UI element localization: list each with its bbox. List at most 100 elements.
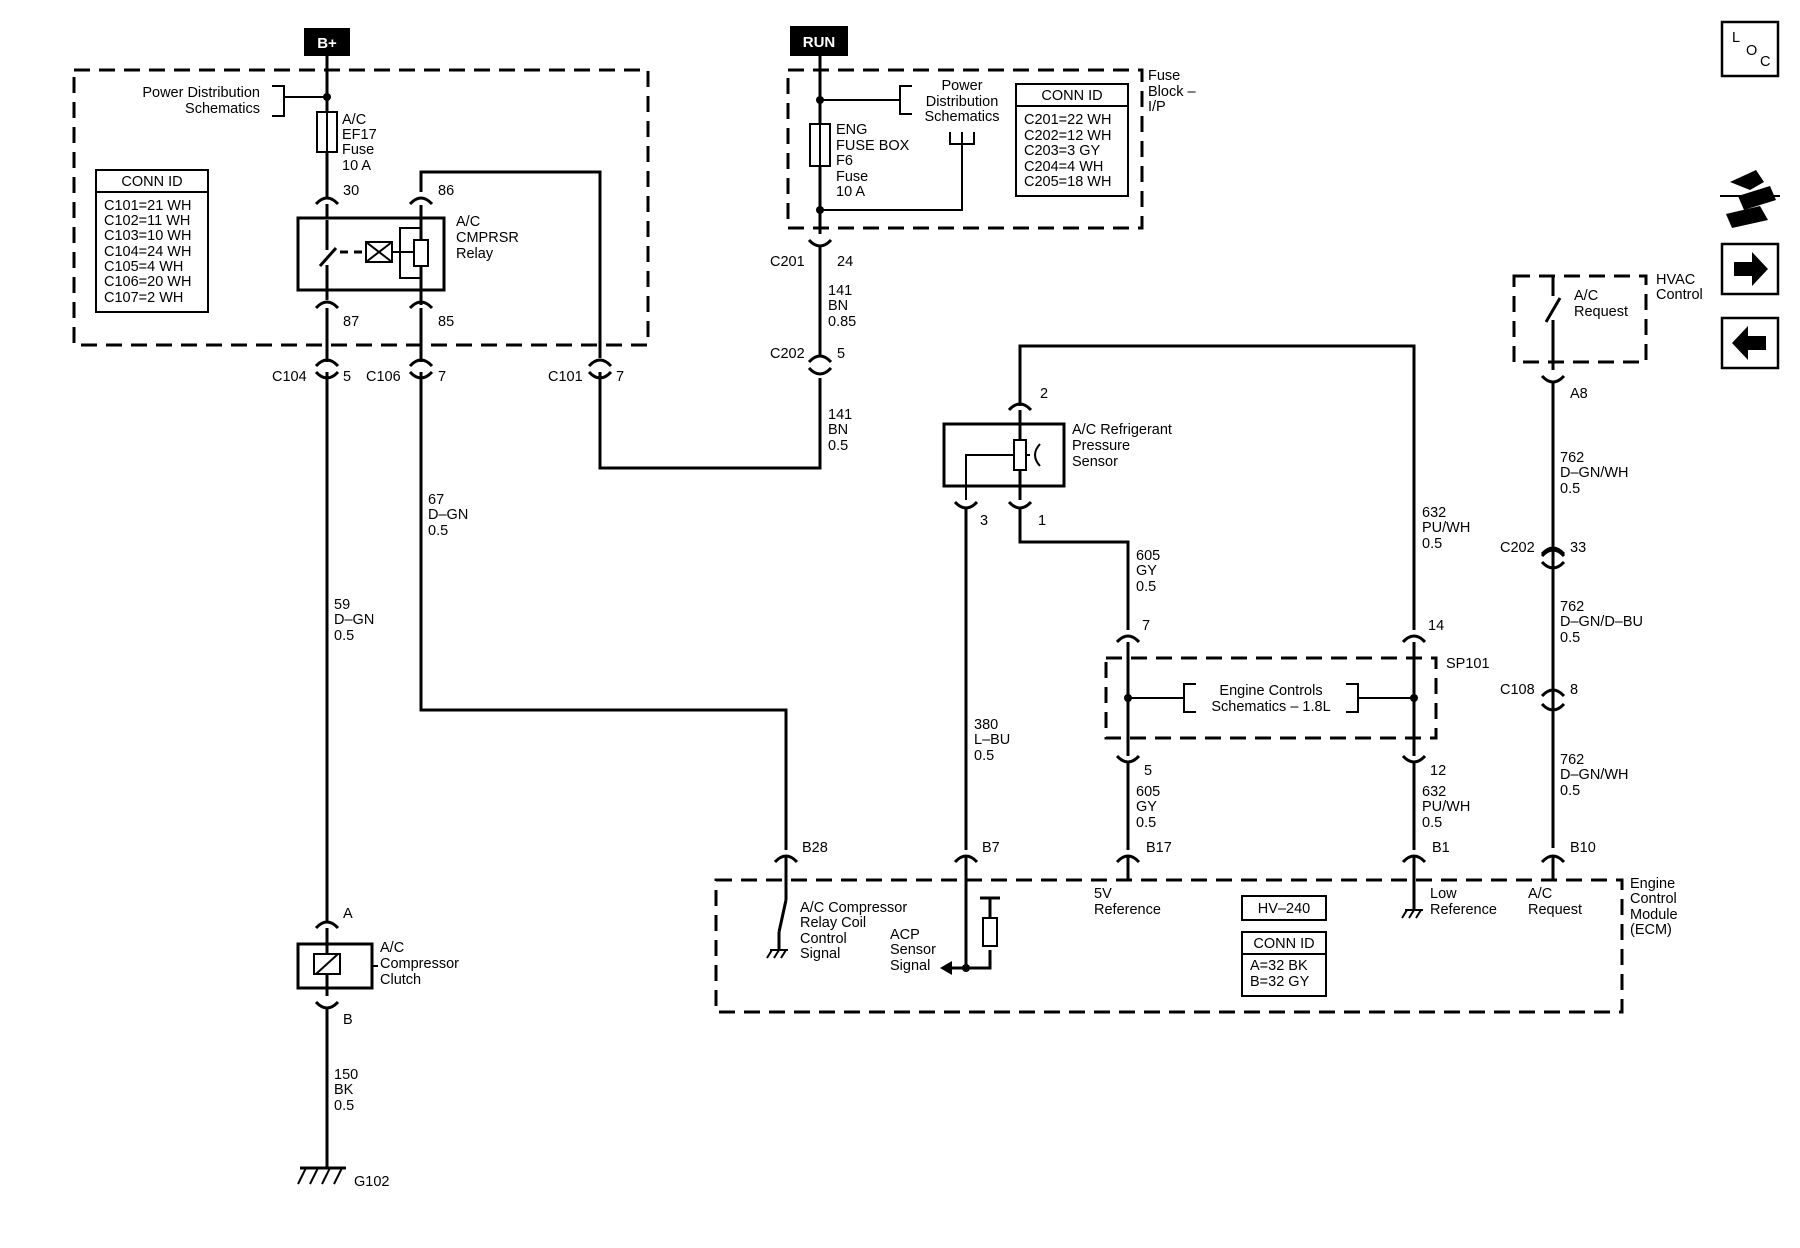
svg-text:Pressure: Pressure <box>1072 438 1130 454</box>
svg-text:CONN ID: CONN ID <box>1041 88 1102 104</box>
svg-text:Distribution: Distribution <box>926 94 999 110</box>
svg-text:Reference: Reference <box>1094 902 1161 918</box>
svg-text:Control: Control <box>800 931 847 947</box>
svg-text:FUSE BOX: FUSE BOX <box>836 138 910 154</box>
wire-59-label: 59 D–GN 0.5 <box>334 597 374 644</box>
pin-87: 87 <box>343 314 359 330</box>
relay-label: A/C CMPRSR Relay <box>456 214 519 262</box>
svg-text:(ECM): (ECM) <box>1630 922 1672 938</box>
svg-text:D–GN: D–GN <box>334 612 374 628</box>
svg-text:A/C Refrigerant: A/C Refrigerant <box>1072 422 1172 438</box>
svg-text:HV–240: HV–240 <box>1258 901 1310 917</box>
svg-text:RUN: RUN <box>803 34 836 51</box>
svg-text:Signal: Signal <box>800 946 840 962</box>
svg-text:150: 150 <box>334 1067 358 1083</box>
hv-240-badge: HV–240 <box>1241 895 1327 921</box>
svg-text:Request: Request <box>1574 304 1628 320</box>
svg-text:Schematics: Schematics <box>925 109 1000 125</box>
svg-text:0.85: 0.85 <box>828 314 856 330</box>
wire-67-label: 67 D–GN 0.5 <box>428 492 468 539</box>
c202-label: C202 <box>770 346 805 362</box>
svg-text:Engine Controls: Engine Controls <box>1219 683 1322 699</box>
clutch-label: A/C Compressor Clutch <box>380 940 459 988</box>
svg-text:0.5: 0.5 <box>974 748 994 764</box>
svg-text:C106=20 WH: C106=20 WH <box>104 274 191 290</box>
hvac-control-label: HVAC Control <box>1656 272 1703 303</box>
ecm-label: Engine Control Module (ECM) <box>1630 876 1678 938</box>
ecm-pin-b7: B7 <box>982 840 1000 856</box>
wire-141b-label: 141 BN 0.5 <box>828 407 852 454</box>
splice-schematics-label: Engine Controls Schematics – 1.8L <box>1211 683 1330 715</box>
connector-view-icon[interactable] <box>1720 170 1780 228</box>
svg-text:605: 605 <box>1136 548 1160 564</box>
svg-text:Clutch: Clutch <box>380 972 421 988</box>
svg-text:C107=2 WH: C107=2 WH <box>104 290 183 306</box>
ac-compressor-clutch <box>296 942 374 990</box>
previous-page-arrow-icon[interactable] <box>1720 316 1780 370</box>
svg-text:PU/WH: PU/WH <box>1422 799 1470 815</box>
hvac-pin-a8: A8 <box>1570 386 1588 402</box>
fuse-block-conn-id-table: CONN ID C201=22 WH C202=12 WH C203=3 GY … <box>1015 83 1129 197</box>
svg-text:762: 762 <box>1560 450 1584 466</box>
svg-text:Reference: Reference <box>1430 902 1497 918</box>
wire-380-label: 380 L–BU 0.5 <box>974 717 1010 764</box>
power-distribution-label: Power Distribution Schematics <box>142 85 260 117</box>
svg-text:Sensor: Sensor <box>1072 454 1118 470</box>
c108-label: C108 <box>1500 682 1535 698</box>
svg-text:CMPRSR: CMPRSR <box>456 230 519 246</box>
svg-text:Schematics – 1.8L: Schematics – 1.8L <box>1211 699 1330 715</box>
hvac-switch-label: A/C Request <box>1574 288 1628 320</box>
wire-605b-label: 605 GY 0.5 <box>1136 784 1160 831</box>
next-page-arrow-icon[interactable] <box>1720 242 1780 296</box>
svg-text:C: C <box>1760 54 1770 70</box>
loc-icon[interactable]: L O C <box>1720 20 1780 78</box>
svg-text:0.5: 0.5 <box>334 628 354 644</box>
svg-text:C204=4 WH: C204=4 WH <box>1024 159 1103 175</box>
svg-text:0.5: 0.5 <box>828 438 848 454</box>
svg-text:L: L <box>1732 30 1740 46</box>
svg-text:D–GN/WH: D–GN/WH <box>1560 767 1628 783</box>
svg-text:Low: Low <box>1430 886 1457 902</box>
svg-text:CONN ID: CONN ID <box>1253 936 1314 952</box>
svg-text:0.5: 0.5 <box>1560 481 1580 497</box>
c104-pin: 5 <box>343 369 351 385</box>
splice-pin-12: 12 <box>1430 763 1446 779</box>
sp101-label: SP101 <box>1446 656 1490 672</box>
fuse-block-label: Fuse Block – I/P <box>1148 68 1196 115</box>
pin-30: 30 <box>343 183 359 199</box>
svg-text:C205=18 WH: C205=18 WH <box>1024 174 1111 190</box>
svg-text:0.5: 0.5 <box>1136 815 1156 831</box>
svg-text:CONN ID: CONN ID <box>121 174 182 190</box>
c201-label: C201 <box>770 254 805 270</box>
svg-text:B=32 GY: B=32 GY <box>1250 974 1310 990</box>
eng-fuse-label: ENG FUSE BOX F6 Fuse 10 A <box>836 122 910 200</box>
svg-text:BN: BN <box>828 298 848 314</box>
svg-text:Compressor: Compressor <box>380 956 459 972</box>
svg-text:0.5: 0.5 <box>1136 579 1156 595</box>
svg-text:Control: Control <box>1630 891 1677 907</box>
left-conn-id-table: CONN ID C101=21 WH C102=11 WH C103=10 WH… <box>95 169 209 313</box>
svg-text:Relay: Relay <box>456 246 494 262</box>
sp101-outline <box>1104 656 1438 740</box>
svg-text:Power: Power <box>941 78 982 94</box>
pin-86: 86 <box>438 183 454 199</box>
sensor-pin-3: 3 <box>980 513 988 529</box>
left-block-outline <box>72 68 650 347</box>
c101-pin: 7 <box>616 369 624 385</box>
svg-text:I/P: I/P <box>1148 99 1166 115</box>
c202b-label: C202 <box>1500 540 1535 556</box>
svg-text:C201=22 WH: C201=22 WH <box>1024 112 1111 128</box>
svg-text:C104=24 WH: C104=24 WH <box>104 244 191 260</box>
svg-text:HVAC: HVAC <box>1656 272 1695 288</box>
wire-762c-label: 762 D–GN/WH 0.5 <box>1560 752 1628 799</box>
ground-g102 <box>297 1166 346 1185</box>
c104-label: C104 <box>272 369 307 385</box>
ecm-pin-b17: B17 <box>1146 840 1172 856</box>
svg-text:BK: BK <box>334 1082 354 1098</box>
svg-text:Module: Module <box>1630 907 1678 923</box>
svg-text:A/C Compressor: A/C Compressor <box>800 900 907 916</box>
svg-text:GY: GY <box>1136 563 1157 579</box>
svg-text:A/C: A/C <box>342 112 366 128</box>
svg-text:ENG: ENG <box>836 122 867 138</box>
